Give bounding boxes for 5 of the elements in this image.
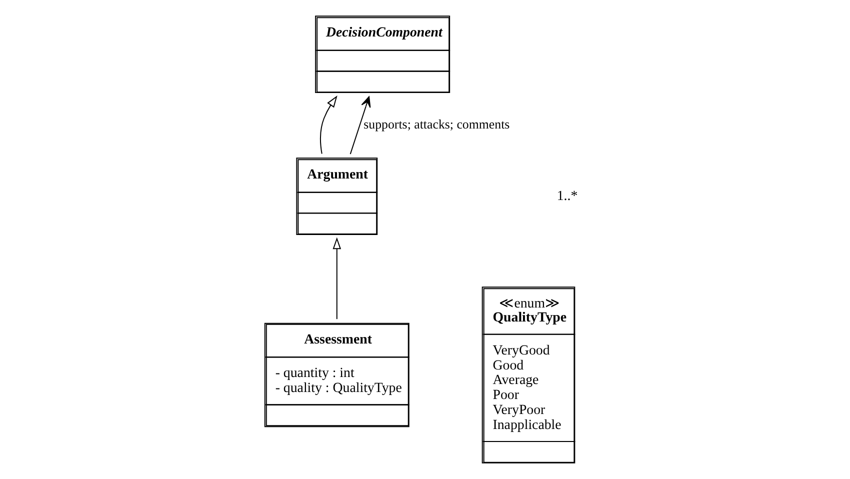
edge-label: supports; attacks; comments xyxy=(363,118,510,132)
arrow xyxy=(349,96,370,155)
label: 1..* xyxy=(556,188,578,204)
arrow xyxy=(319,96,337,154)
arrow xyxy=(332,237,341,320)
